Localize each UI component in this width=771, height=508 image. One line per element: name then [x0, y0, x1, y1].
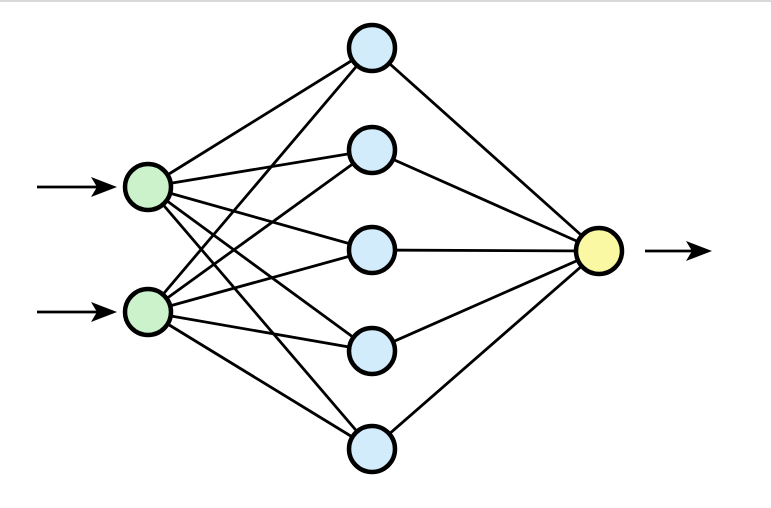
hidden-node-4: [346, 325, 398, 377]
edge-input-1-hidden-1: [147, 46, 373, 189]
edge-hidden-5-output-1: [371, 249, 600, 451]
edge-hidden-2-output-1: [371, 148, 600, 253]
edge-hidden-3-output-1: [371, 248, 600, 253]
input-arrow-2-head-icon: [91, 302, 117, 322]
edge-input-1-hidden-5: [146, 186, 374, 450]
hidden-node-3: [346, 224, 398, 276]
hidden-node-2: [346, 124, 398, 176]
edge-input-1-hidden-4: [147, 185, 373, 353]
input-node-1: [122, 161, 174, 213]
output-arrow-1-head-icon: [686, 241, 712, 261]
hidden-node-5: [346, 423, 398, 475]
top-border-line: [0, 0, 771, 2]
edge-input-2-hidden-3: [147, 248, 373, 314]
input-node-2: [122, 286, 174, 338]
output-node-1: [573, 225, 625, 277]
edge-input-1-hidden-2: [147, 148, 373, 189]
hidden-node-1: [346, 22, 398, 74]
edge-input-2-hidden-2: [147, 148, 373, 314]
edge-input-2-hidden-5: [147, 310, 373, 451]
edge-input-2-hidden-1: [146, 47, 374, 313]
edge-hidden-1-output-1: [371, 46, 600, 253]
input-arrow-1-head-icon: [91, 177, 117, 197]
edge-input-1-hidden-3: [147, 185, 373, 252]
edge-hidden-4-output-1: [371, 249, 600, 353]
edge-input-2-hidden-4: [147, 310, 373, 353]
